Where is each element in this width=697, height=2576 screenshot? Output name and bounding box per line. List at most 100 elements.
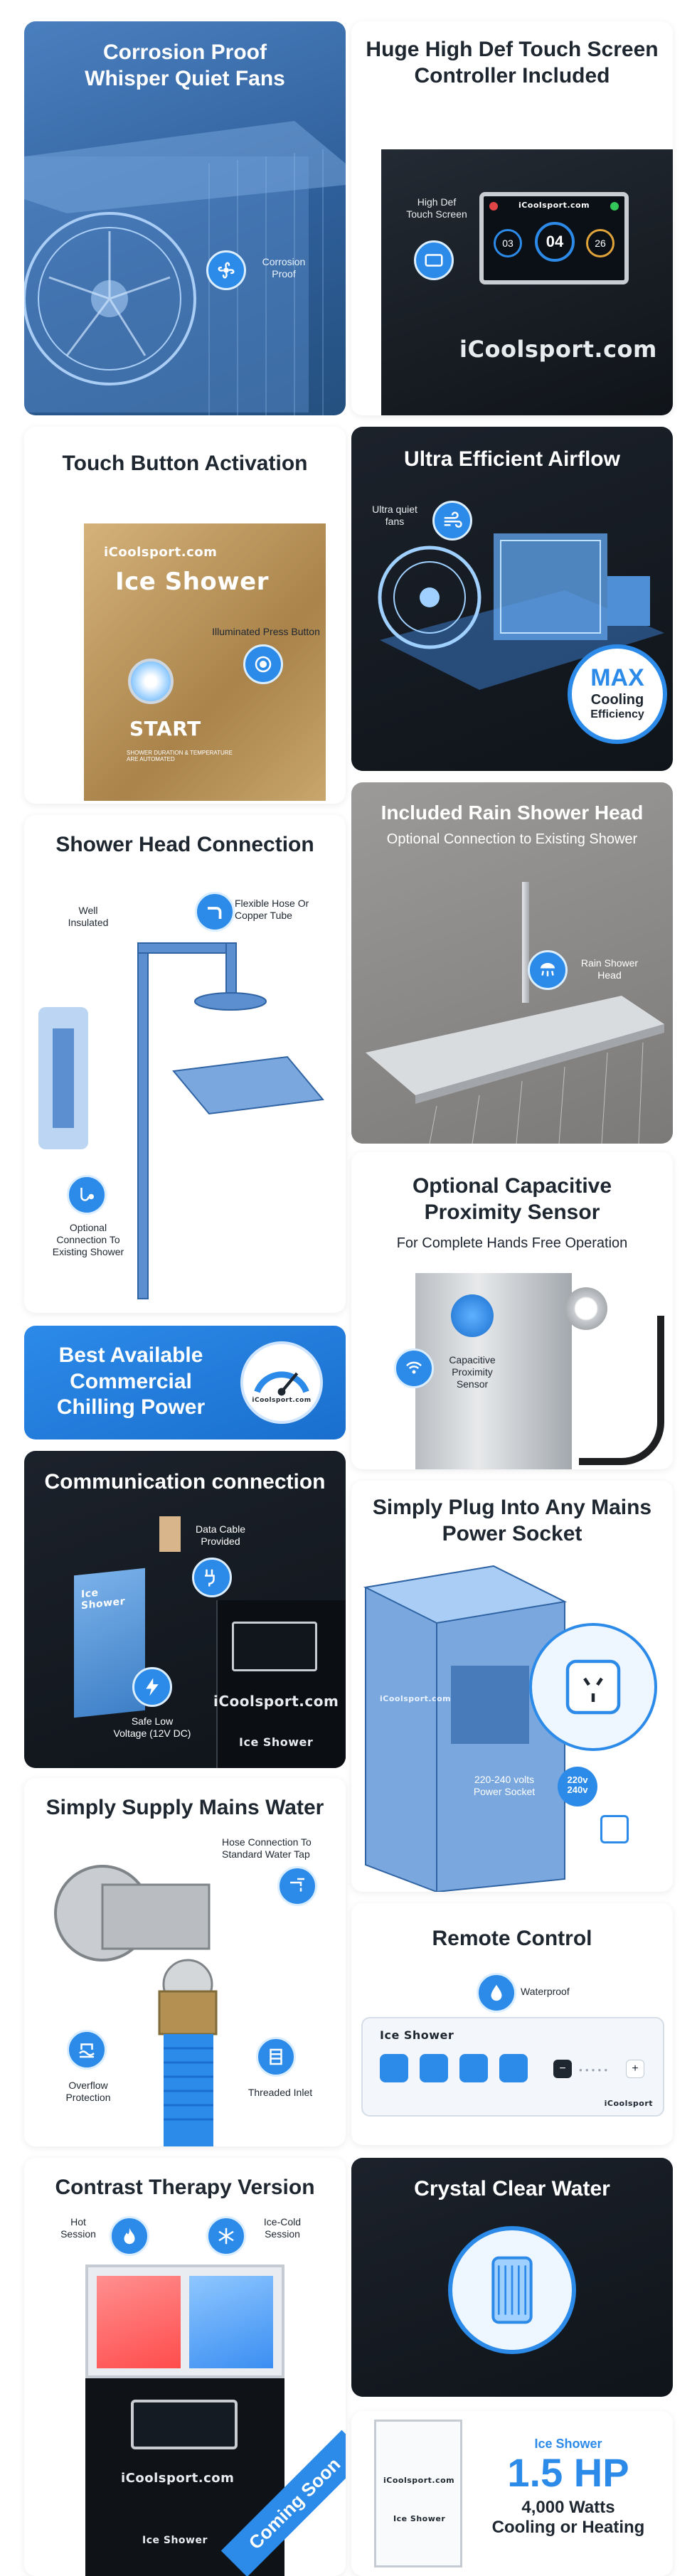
card-title: Communication connection xyxy=(44,1470,326,1494)
callout-cold: Ice-Cold Session xyxy=(263,2216,302,2240)
steel-panel xyxy=(415,1273,572,1469)
screen-value-center: 04 xyxy=(535,222,575,262)
shower-head-illustration xyxy=(366,996,664,1144)
gauge-brand: iCoolsport.com xyxy=(252,1397,312,1404)
screen-red-dot xyxy=(489,202,498,211)
remote-title: Ice Shower xyxy=(380,2028,454,2042)
callout-capacitive-sensor: Capacitive Proximity Sensor xyxy=(449,1354,496,1390)
plate-brand: iCoolsport.com xyxy=(104,545,218,560)
control-unit: iCoolsport.com 03 04 26 iCoolsport.com xyxy=(381,149,673,415)
card-touchscreen: Huge High Def Touch Screen Controller In… xyxy=(351,21,673,415)
callout-overflow: Overflow Protection xyxy=(65,2080,111,2103)
unit-brand: iCoolsport.com xyxy=(459,336,657,363)
callout-corrosion-proof: Corrosion Proof xyxy=(262,256,306,280)
contrast-unit-bottom: iCoolsport.com Ice Shower xyxy=(85,2378,284,2576)
callout-illuminated-button: Illuminated Press Button xyxy=(212,626,320,637)
card-mains-water: Simply Supply Mains Water Hose Connectio… xyxy=(24,1778,346,2146)
power-unit-label: Ice Shower xyxy=(393,2514,446,2523)
tablet-icon xyxy=(414,240,454,280)
card-touch-button: Touch Button Activation iCoolsport.com I… xyxy=(24,427,346,804)
remote-plus-button[interactable]: + xyxy=(626,2060,644,2078)
callout-threaded-inlet: Threaded Inlet xyxy=(248,2087,313,2098)
card-proximity: Optional Capacitive Proximity Sensor For… xyxy=(351,1152,673,1469)
airflow-illustration xyxy=(378,533,664,690)
unit-brand: iCoolsport.com xyxy=(380,1694,452,1703)
remote-button-4[interactable] xyxy=(499,2054,528,2082)
remote-button-3[interactable] xyxy=(459,2054,488,2082)
power-unit: iCoolsport.com Ice Shower xyxy=(374,2420,462,2567)
card-contrast: Contrast Therapy Version Hot Session Ice… xyxy=(24,2158,346,2576)
fan-unit-illustration xyxy=(24,121,346,415)
remote-minus-button[interactable]: − xyxy=(553,2060,572,2078)
card-title: Touch Button Activation xyxy=(62,452,308,475)
card-title: Crystal Clear Water xyxy=(414,2177,610,2200)
flame-icon xyxy=(110,2216,149,2256)
card-airflow: Ultra Efficient Airflow Ultra quiet fans… xyxy=(351,427,673,771)
card-title: Simply Supply Mains Water xyxy=(46,1796,324,1819)
fineprint: SHOWER DURATION & TEMPERATURE ARE AUTOMA… xyxy=(127,750,233,762)
threaded-icon xyxy=(256,2037,296,2077)
tap-illustration xyxy=(54,1865,218,2146)
screen-brand: iCoolsport.com xyxy=(518,201,590,210)
panel-label: Ice Shower xyxy=(81,1587,126,1612)
callout-safe-voltage: Safe Low Voltage (12V DC) xyxy=(113,1715,191,1739)
remote-panel: Ice Shower − ●●●●● + iCoolsport xyxy=(361,2017,664,2117)
remote-button-1[interactable] xyxy=(380,2054,408,2082)
screen-green-dot xyxy=(610,202,619,211)
badge-cooling: Cooling xyxy=(590,692,644,708)
card-title: Optional Capacitive Proximity Sensor xyxy=(412,1174,612,1224)
remote-level-dots: ●●●●● xyxy=(579,2067,611,2073)
card-chilling: Best Available Commercial Chilling Power… xyxy=(24,1326,346,1439)
callout-hose-connection: Hose Connection To Standard Water Tap xyxy=(222,1836,312,1860)
card-title: Ultra Efficient Airflow xyxy=(404,447,620,471)
controller-unit: iCoolsport.com Ice Shower xyxy=(213,1600,346,1768)
card-power: iCoolsport.com Ice Shower Ice Shower 1.5… xyxy=(351,2411,673,2576)
unit-illustration xyxy=(363,1565,568,1892)
pipe-icon xyxy=(195,892,235,932)
remote-button-2[interactable] xyxy=(420,2054,448,2082)
card-title: Simply Plug Into Any Mains Power Socket xyxy=(372,1496,652,1545)
shower-icon xyxy=(528,950,568,990)
card-title: Huge High Def Touch Screen Controller In… xyxy=(366,38,659,87)
controller-screen: iCoolsport.com 03 04 26 xyxy=(479,192,629,284)
plate-title: Ice Shower xyxy=(115,568,269,596)
voltage-badge: 220v 240v xyxy=(558,1767,597,1806)
max-efficiency-badge: MAX Cooling Efficiency xyxy=(568,644,667,744)
contrast-screen xyxy=(131,2400,238,2449)
pipe-illustration xyxy=(38,942,324,1299)
gauge-icon: iCoolsport.com xyxy=(240,1341,323,1424)
cold-panel xyxy=(189,2276,273,2368)
card-shower-connection: Shower Head Connection Well Insulated Fl… xyxy=(24,815,346,1313)
sensor-cable xyxy=(579,1316,664,1465)
press-button[interactable] xyxy=(128,659,174,704)
badge-efficiency: Efficiency xyxy=(590,708,644,720)
card-rain-shower: Included Rain Shower Head Optional Conne… xyxy=(351,782,673,1144)
power-watts: 4,000 Watts xyxy=(521,2498,615,2517)
card-title: Contrast Therapy Version xyxy=(55,2176,315,2199)
card-title: Corrosion Proof Whisper Quiet Fans xyxy=(85,41,285,90)
screen-value-left: 03 xyxy=(494,229,522,257)
card-title: Best Available Commercial Chilling Power xyxy=(56,1343,206,1420)
remote-brand: iCoolsport xyxy=(604,2099,653,2108)
snowflake-icon xyxy=(206,2216,246,2256)
fan-icon xyxy=(206,250,246,290)
callout-ultra-quiet: Ultra quiet fans xyxy=(372,504,417,527)
ceiling-arm xyxy=(522,882,529,1003)
screen-value-right: 26 xyxy=(586,229,614,257)
contrast-brand: iCoolsport.com xyxy=(121,2471,235,2486)
badge-max: MAX xyxy=(590,664,644,691)
card-title: Shower Head Connection xyxy=(55,833,314,856)
card-subtitle: Optional Connection to Existing Shower xyxy=(386,831,638,847)
tap-icon xyxy=(277,1866,317,1906)
wall-socket xyxy=(600,1815,629,1843)
wind-icon xyxy=(432,501,472,541)
sensor-blue-cap[interactable] xyxy=(451,1294,494,1337)
bolt-icon xyxy=(132,1667,172,1707)
callout-well-insulated: Well Insulated xyxy=(68,905,109,928)
callout-hot: Hot Session xyxy=(60,2216,96,2240)
callout-waterproof: Waterproof xyxy=(521,1986,570,1997)
power-hp: 1.5 HP xyxy=(507,2450,629,2495)
waterproof-icon xyxy=(477,1973,516,2013)
callout-touch-screen: High Def Touch Screen xyxy=(406,196,467,220)
card-communication: Communication connection Ice Shower iCoo… xyxy=(24,1451,346,1768)
